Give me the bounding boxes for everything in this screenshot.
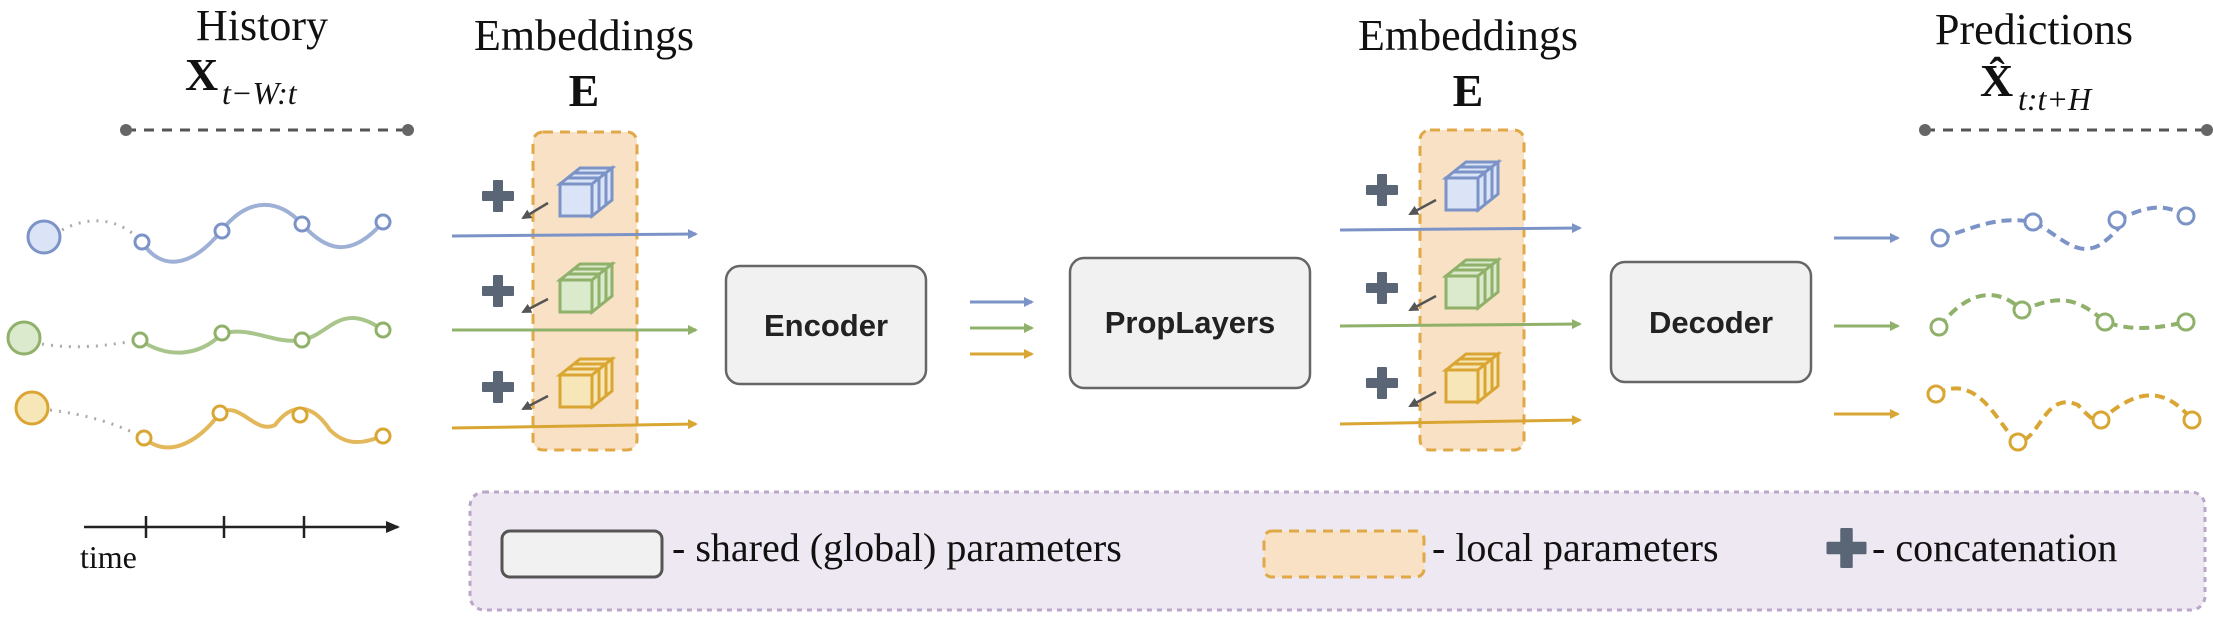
legend-panel: - shared (global) parameters - local par… xyxy=(468,490,2207,612)
concat-icon xyxy=(1366,272,1398,304)
proplayers-label: PropLayers xyxy=(1105,305,1276,340)
concat-icon xyxy=(1366,367,1398,399)
proplayers-block: PropLayers xyxy=(1068,256,1312,390)
history-math-sub: t−W:t xyxy=(222,75,298,111)
predictions-math-x: X̂ xyxy=(1980,55,2013,106)
prediction-series-green xyxy=(1929,293,2196,337)
legend-shared-text: - shared (global) parameters xyxy=(672,525,1122,570)
time-axis: time xyxy=(80,516,400,575)
node-orange xyxy=(14,390,50,426)
prediction-series-blue xyxy=(1930,205,2196,251)
node-blue xyxy=(26,219,62,255)
embeddings-right-title: Embeddings xyxy=(1358,11,1578,60)
predictions-window-bracket xyxy=(1919,124,2213,136)
embedding-row-green-left xyxy=(452,262,698,335)
embedding-row-orange-left xyxy=(451,357,698,430)
prediction-series-orange xyxy=(1926,384,2202,452)
embeddings-right-header: Embeddings E xyxy=(1358,11,1578,116)
encoder-block: Encoder xyxy=(724,264,928,386)
decoder-output-arrows xyxy=(1834,233,1900,419)
history-series-orange xyxy=(14,390,392,450)
embeddings-left-math: E xyxy=(569,65,600,116)
embeddings-left-title: Embeddings xyxy=(474,11,694,60)
time-label: time xyxy=(80,539,137,575)
encoder-to-proplayers-arrows xyxy=(970,297,1034,359)
legend-concat-text: - concatenation xyxy=(1872,525,2117,570)
history-series-blue xyxy=(26,203,392,264)
encoder-label: Encoder xyxy=(764,308,888,343)
predictions-header: Predictions X̂ t:t+H xyxy=(1935,5,2133,117)
embedding-row-blue-right xyxy=(1339,160,1582,234)
predictions-title: Predictions xyxy=(1935,5,2133,54)
concat-icon xyxy=(482,180,514,212)
node-green xyxy=(6,320,42,356)
history-header: History X t−W:t xyxy=(185,1,328,111)
embedding-row-orange-right xyxy=(1339,352,1582,426)
legend-shared-swatch xyxy=(500,529,664,579)
history-series-green xyxy=(6,316,392,356)
embedding-row-blue-left xyxy=(451,166,698,240)
embeddings-left-header: Embeddings E xyxy=(474,11,694,116)
embeddings-right-math: E xyxy=(1453,65,1484,116)
history-math-x: X xyxy=(185,49,218,100)
history-title: History xyxy=(196,1,328,50)
concat-icon xyxy=(482,371,514,403)
decoder-block: Decoder xyxy=(1609,260,1813,384)
concat-icon xyxy=(482,275,514,307)
history-window-bracket xyxy=(120,124,414,136)
decoder-label: Decoder xyxy=(1649,305,1773,340)
concat-icon xyxy=(1366,174,1398,206)
legend-local-swatch xyxy=(1262,529,1426,579)
embedding-row-green-right xyxy=(1339,258,1582,330)
predictions-math-sub: t:t+H xyxy=(2018,81,2093,117)
legend-local-text: - local parameters xyxy=(1432,525,1719,570)
